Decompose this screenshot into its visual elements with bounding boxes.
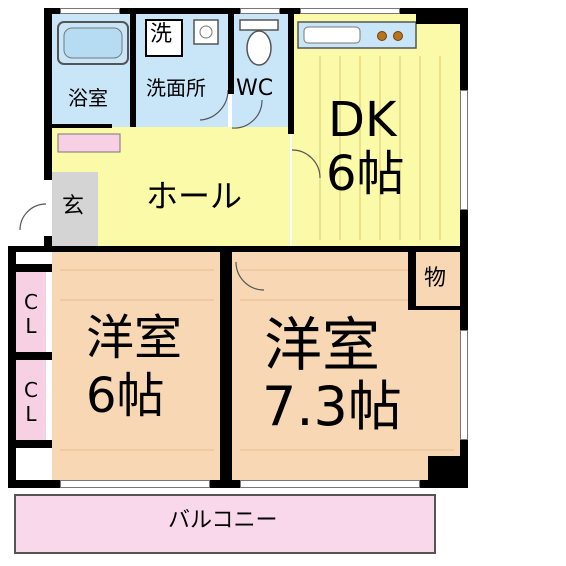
dk-size-label: 6帖 <box>326 146 405 202</box>
east-room-size-label: 7.3帖 <box>262 375 402 438</box>
wall <box>228 14 234 94</box>
wall <box>428 456 460 488</box>
east-room-name-label: 洋室 <box>264 311 381 379</box>
closet-upper <box>16 272 46 352</box>
closet-lower <box>16 360 46 440</box>
toilet-tank-icon <box>239 19 279 31</box>
wall <box>44 8 52 180</box>
storage <box>416 252 460 310</box>
closet-upper-label: CL <box>24 290 38 338</box>
wall <box>130 14 136 127</box>
window <box>300 8 400 14</box>
stove-burner-icon <box>393 31 403 41</box>
door-swing <box>235 261 265 291</box>
door-swing <box>19 203 47 231</box>
wall <box>8 246 468 252</box>
window <box>60 8 120 14</box>
wall <box>408 306 460 310</box>
window <box>460 90 468 210</box>
washer-icon <box>145 19 183 57</box>
window <box>240 8 280 14</box>
wall <box>52 124 112 128</box>
toilet-bowl-icon <box>246 30 272 66</box>
washer-label: 洗 <box>150 22 173 47</box>
west-room-size-label: 6帖 <box>86 368 165 424</box>
west-room-name-label: 洋室 <box>86 310 183 366</box>
stove-burner-icon <box>377 31 387 41</box>
wall <box>8 480 468 488</box>
washroom-label: 洗面所 <box>146 76 206 100</box>
balcony-label: バルコニー <box>168 508 278 533</box>
closet-lower-label: CL <box>24 378 38 426</box>
balcony <box>14 494 436 554</box>
window <box>460 330 468 440</box>
wash-basin-icon <box>193 19 219 45</box>
window <box>60 480 210 488</box>
entrance-label: 玄 <box>62 194 85 219</box>
door-swing <box>199 89 229 121</box>
door-swing <box>231 99 263 129</box>
hall-label: ホール <box>146 177 243 215</box>
wall <box>16 440 52 448</box>
dk-name-label: DK <box>328 92 397 148</box>
entrance <box>52 172 98 246</box>
bathroom-label: 浴室 <box>68 86 108 110</box>
storage-label: 物 <box>424 266 447 291</box>
wall <box>16 352 52 360</box>
wall <box>44 236 52 252</box>
window <box>240 480 420 488</box>
wall <box>8 246 16 488</box>
toilet-label: WC <box>236 76 274 101</box>
west-room <box>52 252 220 480</box>
wall <box>288 14 294 134</box>
wall <box>220 252 232 480</box>
wall <box>408 252 416 310</box>
wall <box>416 8 468 24</box>
door-swing <box>291 149 321 179</box>
wall <box>16 264 52 272</box>
